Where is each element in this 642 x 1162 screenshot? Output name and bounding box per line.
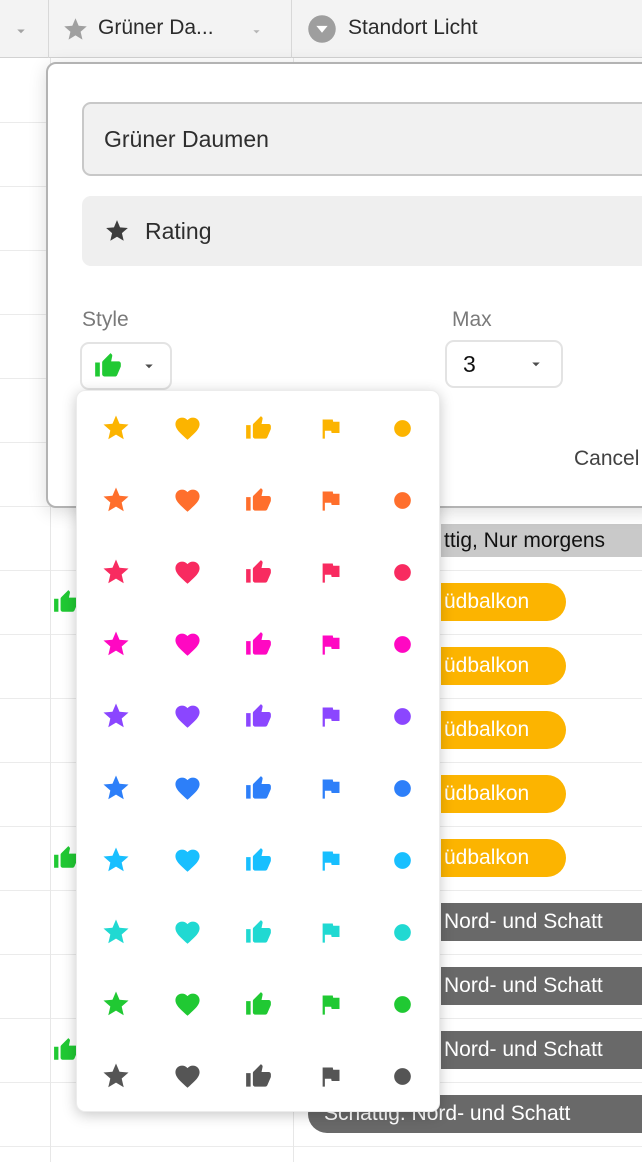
field-type-label: Rating [145, 217, 212, 244]
selected-cell-text[interactable]: ttig, Nur morgens [441, 524, 642, 557]
row-divider [0, 1146, 642, 1147]
palette-heart-gray-icon[interactable] [152, 1040, 224, 1112]
palette-star-pink-icon[interactable] [80, 608, 152, 680]
palette-heart-pink-icon[interactable] [152, 608, 224, 680]
palette-dot-green-icon[interactable] [366, 968, 438, 1040]
column-dropdown-chevron-icon[interactable] [249, 24, 264, 39]
style-dropdown[interactable] [80, 342, 172, 390]
palette-heart-teal-icon[interactable] [152, 896, 224, 968]
max-value: 3 [463, 350, 476, 377]
cell-pill-gray[interactable]: Nord- und Schatt [441, 1031, 642, 1069]
max-dropdown[interactable]: 3 [445, 340, 563, 388]
palette-heart-purple-icon[interactable] [152, 680, 224, 752]
palette-flag-red-icon[interactable] [295, 536, 367, 608]
column-header-gruener-daumen[interactable]: Grüner Da... [98, 16, 214, 39]
palette-star-red-icon[interactable] [80, 536, 152, 608]
rating-thumb-up-icon[interactable] [53, 589, 79, 615]
palette-flag-green-icon[interactable] [295, 968, 367, 1040]
chevron-down-icon [140, 357, 158, 375]
palette-thumb-up-blue-icon[interactable] [223, 752, 295, 824]
palette-star-purple-icon[interactable] [80, 680, 152, 752]
palette-heart-orange-icon[interactable] [152, 464, 224, 536]
cancel-button[interactable]: Cancel [574, 447, 640, 470]
column-divider [48, 0, 49, 58]
palette-star-teal-icon[interactable] [80, 896, 152, 968]
style-label: Style [82, 308, 129, 331]
palette-dot-cyan-icon[interactable] [366, 824, 438, 896]
palette-heart-cyan-icon[interactable] [152, 824, 224, 896]
cell-pill-yellow[interactable]: üdbalkon [441, 711, 566, 749]
palette-thumb-up-yellow-icon[interactable] [223, 392, 295, 464]
palette-thumb-up-gray-icon[interactable] [223, 1040, 295, 1112]
palette-heart-yellow-icon[interactable] [152, 392, 224, 464]
palette-thumb-up-cyan-icon[interactable] [223, 824, 295, 896]
palette-flag-cyan-icon[interactable] [295, 824, 367, 896]
palette-thumb-up-pink-icon[interactable] [223, 608, 295, 680]
chevron-down-icon [527, 355, 545, 373]
palette-dot-blue-icon[interactable] [366, 752, 438, 824]
palette-flag-teal-icon[interactable] [295, 896, 367, 968]
palette-star-yellow-icon[interactable] [80, 392, 152, 464]
rating-thumb-up-icon[interactable] [53, 845, 79, 871]
palette-thumb-up-red-icon[interactable] [223, 536, 295, 608]
palette-star-orange-icon[interactable] [80, 464, 152, 536]
palette-star-green-icon[interactable] [80, 968, 152, 1040]
cell-pill-yellow[interactable]: üdbalkon [441, 647, 566, 685]
palette-flag-blue-icon[interactable] [295, 752, 367, 824]
column-header-standort-licht[interactable]: Standort Licht [348, 16, 478, 39]
cell-pill-yellow[interactable]: üdbalkon [441, 839, 566, 877]
palette-dot-teal-icon[interactable] [366, 896, 438, 968]
palette-flag-pink-icon[interactable] [295, 608, 367, 680]
palette-thumb-up-teal-icon[interactable] [223, 896, 295, 968]
column-divider [50, 58, 51, 1162]
cell-pill-gray[interactable]: Nord- und Schatt [441, 903, 642, 941]
rating-thumb-up-icon[interactable] [53, 1037, 79, 1063]
palette-dot-pink-icon[interactable] [366, 608, 438, 680]
palette-dot-red-icon[interactable] [366, 536, 438, 608]
cell-pill-yellow[interactable]: üdbalkon [441, 583, 566, 621]
palette-dot-yellow-icon[interactable] [366, 392, 438, 464]
palette-thumb-up-purple-icon[interactable] [223, 680, 295, 752]
palette-flag-yellow-icon[interactable] [295, 392, 367, 464]
star-icon [104, 218, 130, 244]
palette-flag-gray-icon[interactable] [295, 1040, 367, 1112]
palette-heart-blue-icon[interactable] [152, 752, 224, 824]
column-divider [291, 0, 292, 58]
palette-flag-orange-icon[interactable] [295, 464, 367, 536]
palette-star-gray-icon[interactable] [80, 1040, 152, 1112]
palette-dot-purple-icon[interactable] [366, 680, 438, 752]
palette-thumb-up-orange-icon[interactable] [223, 464, 295, 536]
palette-dot-gray-icon[interactable] [366, 1040, 438, 1112]
single-select-field-icon [307, 14, 337, 44]
table-header: Grüner Da... Standort Licht [0, 0, 642, 58]
palette-flag-purple-icon[interactable] [295, 680, 367, 752]
max-label: Max [452, 308, 492, 331]
palette-star-cyan-icon[interactable] [80, 824, 152, 896]
palette-heart-red-icon[interactable] [152, 536, 224, 608]
palette-star-blue-icon[interactable] [80, 752, 152, 824]
palette-thumb-up-green-icon[interactable] [223, 968, 295, 1040]
palette-heart-green-icon[interactable] [152, 968, 224, 1040]
cell-pill-gray[interactable]: Nord- und Schatt [441, 967, 642, 1005]
style-palette-popup [76, 390, 440, 1112]
palette-dot-orange-icon[interactable] [366, 464, 438, 536]
star-field-icon [62, 16, 89, 43]
row-menu-chevron-icon[interactable] [12, 22, 30, 40]
field-name-input[interactable] [82, 102, 642, 176]
field-type-selector[interactable]: Rating [82, 196, 642, 266]
cell-pill-yellow[interactable]: üdbalkon [441, 775, 566, 813]
thumb-up-green-icon [94, 352, 122, 380]
